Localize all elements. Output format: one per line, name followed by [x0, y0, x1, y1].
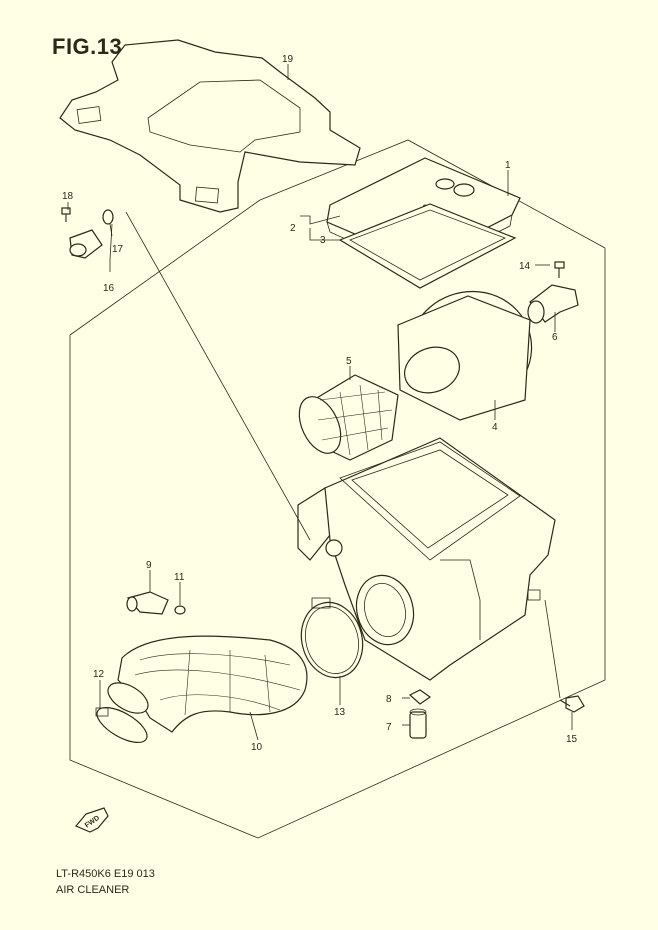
callout-17: 17: [112, 244, 124, 255]
part-18-screw[interactable]: [61, 207, 71, 222]
air-cleaner-case[interactable]: [297, 437, 556, 681]
leader-lines: [67, 64, 573, 741]
callout-19: 19: [282, 54, 294, 65]
callout-15: 15: [566, 734, 578, 745]
part-3-cap-seal[interactable]: [338, 203, 517, 289]
part-13-hose-clamp[interactable]: [293, 596, 371, 685]
callout-6: 6: [552, 332, 558, 343]
callout-5: 5: [346, 356, 352, 367]
part-8-grommet[interactable]: [408, 689, 432, 705]
assembly-boundary: [69, 139, 606, 839]
callout-8: 8: [386, 694, 392, 705]
part-12-hose-clamp[interactable]: [92, 701, 152, 750]
part-6-bracket[interactable]: [527, 284, 579, 324]
part-9-vent-fitting[interactable]: [126, 591, 169, 615]
assembly-boundary-top: [69, 199, 261, 336]
callout-4: 4: [492, 422, 498, 433]
part-19-seal-plate[interactable]: [59, 39, 361, 213]
part-17-o-ring[interactable]: [102, 209, 114, 225]
model-code: LT-R450K6 E19 013: [56, 868, 155, 880]
callout-12: 12: [93, 669, 105, 680]
callout-13: 13: [334, 707, 346, 718]
callout-16: 16: [103, 283, 115, 294]
callout-11: 11: [174, 572, 185, 583]
callout-7: 7: [386, 722, 392, 733]
callout-3: 3: [320, 235, 326, 246]
fwd-arrow-icon: FWD: [75, 807, 109, 833]
part-14-screw[interactable]: [554, 261, 565, 278]
callout-14: 14: [519, 261, 531, 272]
part-10-intake-boot[interactable]: [103, 635, 308, 733]
callout-9: 9: [146, 560, 152, 571]
part-5-filter-cage[interactable]: [291, 374, 399, 461]
callout-18: 18: [62, 191, 74, 202]
part-15-bolt[interactable]: [559, 695, 585, 713]
figure-title: FIG.13: [52, 34, 123, 59]
part-4-filter-element[interactable]: [392, 274, 548, 425]
callout-2: 2: [290, 223, 296, 234]
callout-1: 1: [505, 160, 511, 171]
callout-10: 10: [251, 742, 263, 753]
part-7-drain-tube[interactable]: [409, 708, 427, 739]
part-11-clip[interactable]: [174, 605, 186, 615]
figure-caption: AIR CLEANER: [56, 884, 130, 896]
part-16-drain-cap[interactable]: [69, 229, 103, 259]
